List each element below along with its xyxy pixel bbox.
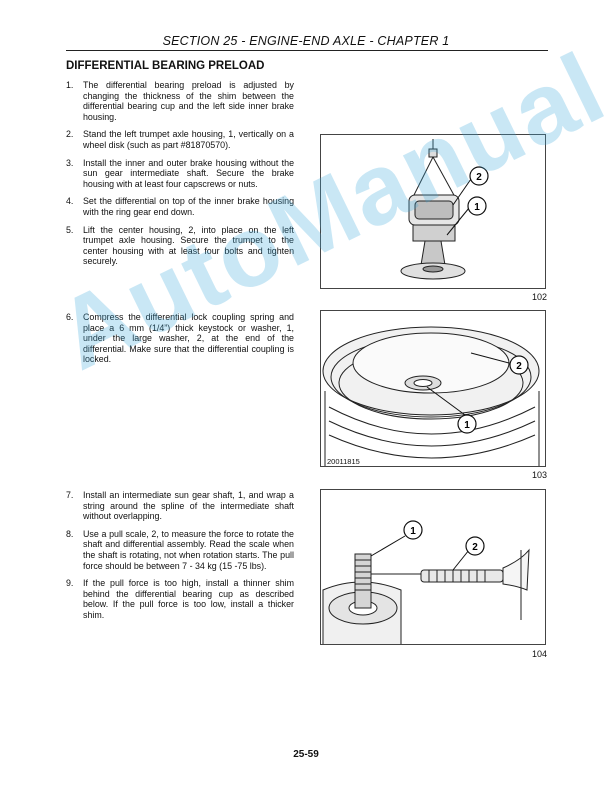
header-divider <box>66 50 548 51</box>
step-item: 9. If the pull force is too high, install… <box>66 578 294 620</box>
step-item: 7. Install an intermediate sun gear shaft… <box>66 490 294 522</box>
step-text: Use a pull scale, 2, to measure the forc… <box>83 528 294 571</box>
step-item: 6. Compress the differential lock couplin… <box>66 312 294 365</box>
step-text: The differential bearing preload is adju… <box>83 80 294 122</box>
step-text: Set the differential on top of the inner… <box>83 196 294 217</box>
axle-housing-illustration: 2 1 <box>400 139 489 280</box>
step-number: 4. <box>66 196 74 207</box>
step-item: 5. Lift the center housing, 2, into place… <box>66 225 294 267</box>
callout-1: 1 <box>403 520 423 540</box>
step-text: If the pull force is too high, install a… <box>83 578 294 620</box>
differential-coupling-illustration: 2 1 <box>322 326 540 466</box>
callout-2: 2 <box>509 355 529 375</box>
figure-103: 2 1 20011815 <box>320 310 546 467</box>
step-item: 4. Set the differential on top of the inn… <box>66 196 294 217</box>
step-item: 8. Use a pull scale, 2, to measure the fo… <box>66 529 294 571</box>
callout-1: 1 <box>457 414 477 434</box>
step-number: 9. <box>66 578 74 589</box>
callout-label: 1 <box>464 420 470 431</box>
step-item: 3. Install the inner and outer brake hous… <box>66 158 294 190</box>
step-text: Install an intermediate sun gear shaft, … <box>83 490 294 522</box>
step-item: 2. Stand the left trumpet axle housing, 1… <box>66 129 294 150</box>
pull-scale-illustration: 1 2 <box>322 520 530 644</box>
step-number: 7. <box>66 490 74 500</box>
callout-label: 2 <box>476 172 482 183</box>
page-header: SECTION 25 - ENGINE-END AXLE - CHAPTER 1 <box>162 34 450 48</box>
figure-number: 103 <box>531 470 547 480</box>
step-text: Install the inner and outer brake housin… <box>83 157 294 189</box>
step-number: 1. <box>66 80 74 90</box>
figure-number: 102 <box>531 292 547 302</box>
step-item: 1. The differential bearing preload is ad… <box>66 80 294 122</box>
step-text: Stand the left trumpet axle housing, 1, … <box>83 129 294 150</box>
callout-label: 2 <box>472 542 478 553</box>
callout-label: 1 <box>474 202 480 213</box>
callout-1: 1 <box>467 196 487 216</box>
figure-number: 104 <box>531 649 547 659</box>
callout-label: 1 <box>410 526 416 537</box>
step-text: Lift the center housing, 2, into place o… <box>83 224 294 267</box>
step-number: 3. <box>66 157 74 168</box>
step-text: Compress the differential lock coupling … <box>83 312 294 365</box>
figure-code: 20011815 <box>327 457 360 466</box>
step-number: 6. <box>66 312 74 322</box>
callout-2: 2 <box>469 166 489 186</box>
step-number: 5. <box>66 224 74 235</box>
callout-2: 2 <box>465 536 485 556</box>
callout-label: 2 <box>516 361 522 372</box>
page-number: 25-59 <box>293 749 319 760</box>
steps-list-3: 7. Install an intermediate sun gear shaft… <box>66 490 294 628</box>
figure-104: 1 2 <box>320 489 546 645</box>
section-title: DIFFERENTIAL BEARING PRELOAD <box>66 60 265 72</box>
step-number: 8. <box>66 528 74 539</box>
steps-list-1: 1. The differential bearing preload is ad… <box>66 80 294 274</box>
figure-102: 2 1 <box>320 134 546 289</box>
steps-list-2: 6. Compress the differential lock couplin… <box>66 312 294 372</box>
step-number: 2. <box>66 129 74 140</box>
